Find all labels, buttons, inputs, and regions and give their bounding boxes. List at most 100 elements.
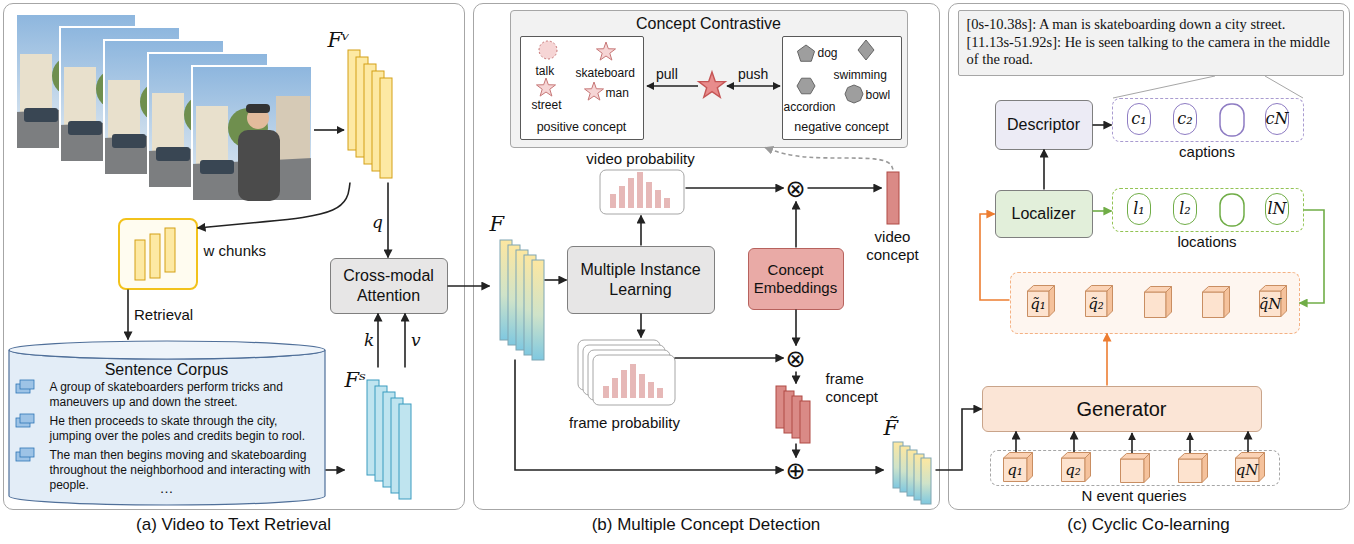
positive-concept-shapes [536,41,615,100]
negative-concept-shapes [858,40,874,60]
concept-box: talkskateboardstreetmanpositive conceptd… [510,10,908,148]
fused-bars [532,260,544,360]
feature-bars [348,50,392,178]
positive-concept-shapes [539,41,557,59]
sentence-icons [16,380,34,461]
connector [640,314,642,338]
node-text: video concept [855,228,931,264]
connector [1247,432,1249,453]
connector [1015,432,1017,453]
node-text: ⊗ [785,177,805,201]
empty-cubes [1121,454,1150,483]
node-text: q̃₁ [1030,295,1046,313]
negative-concept-shapes [845,85,863,103]
query-cube: q̃₁ [1027,285,1055,317]
connector [545,279,567,281]
node-text: A group of skateboarders perform tricks … [50,380,322,410]
chunk-bars [135,240,145,280]
node-text: Generator [1076,397,1166,421]
node-text: talk [536,64,555,78]
query-arrows [1189,433,1191,453]
node-text: Descriptor [1007,115,1080,134]
connector [515,360,784,471]
video-probability-chart [610,172,670,208]
connector [404,314,406,368]
node-text: c₂ [1177,109,1192,128]
node-text: video probability [576,150,706,168]
cube-face [1281,286,1287,317]
node-text: frame probability [560,414,690,432]
sentence-bars [367,380,411,499]
sentence-icons [20,448,34,457]
token-group: l₁l₂lNlocations [1112,188,1304,232]
cylinder-top [9,341,325,359]
query-arrows [1131,433,1133,453]
node-text: Multiple Instance Learning [573,260,709,298]
node-text: q̃₂ [1088,295,1104,313]
frame-probability-chart [657,388,663,398]
sentence-bars [399,404,411,499]
node-text: cN [1266,109,1289,128]
cube-face [1259,453,1265,482]
node-text: q₁ [1007,461,1023,479]
node-text: captions [1113,143,1302,161]
connector [1106,334,1108,386]
node-text: F [490,212,505,237]
operator-symbol: ⊗ [784,176,808,202]
node-text: Fˢ [345,368,367,393]
connector [1073,432,1075,453]
panel: talkskateboardstreetmanpositive conceptd… [473,3,940,510]
chunk-bars [135,228,175,280]
node-text: skateboard [576,66,635,80]
connector [795,444,797,458]
cube-face [1260,291,1282,317]
empty-pill [1220,104,1244,136]
edge-label: k [364,330,374,350]
node-text: c₁ [1131,109,1146,128]
negative-concept-shapes [797,45,814,61]
cube-face [1027,453,1033,482]
video-concept-bar [887,172,899,224]
cylinder-body [9,350,325,505]
process-box: Concept Embeddings [748,248,844,310]
edge-label: q [372,212,383,232]
frame-concept-bars [776,386,810,443]
callout-box: [0s-10.38s]: A man is skateboarding down… [958,10,1344,76]
connector [127,290,129,340]
connector [795,310,797,346]
node-text: Concept Contrastive [511,14,907,33]
video-frames [192,66,312,201]
frame-probability-chart [593,355,675,405]
frame-probability-chart [578,340,675,405]
video-probability-chart [600,170,684,214]
node-text: N event queries [991,487,1278,505]
connector [640,216,642,246]
frame-probability-chart [630,364,636,398]
chunk-bars [150,234,160,278]
concept-group: talkskateboardstreetmanpositive concept [520,36,644,140]
query-cube: q₁ [1003,452,1033,482]
negative-concept-shapes [797,40,874,103]
node-text: Fᵛ [328,28,350,53]
operator-symbol: ⊗ [784,346,808,372]
node-text: F̃ [884,416,899,441]
frame-probability-chart [648,382,654,398]
node-text: q̃N [1259,295,1282,313]
node-text: Cross-modal Attention [336,266,442,304]
node-text: [11.13s-51.92s]: He is seen talking to t… [967,34,1335,69]
connector [686,187,784,189]
operator-symbol: ⊕ [784,458,808,484]
arrow-label: pull [656,66,678,83]
token-pill: l₁ [1127,193,1151,225]
empty-cubes [1179,454,1208,483]
connector [387,183,389,258]
frame-probability-chart [639,374,645,398]
empty-cubes [1203,287,1230,318]
cube-face [1004,458,1028,482]
video-probability-chart [600,170,684,214]
query-cube: q₂ [1061,452,1091,482]
node-text: [0s-10.38s]: A man is skateboarding down… [967,16,1286,33]
node-text: ⊕ [785,459,805,483]
frame-concept-bars [800,401,810,443]
video-frames [246,104,270,113]
